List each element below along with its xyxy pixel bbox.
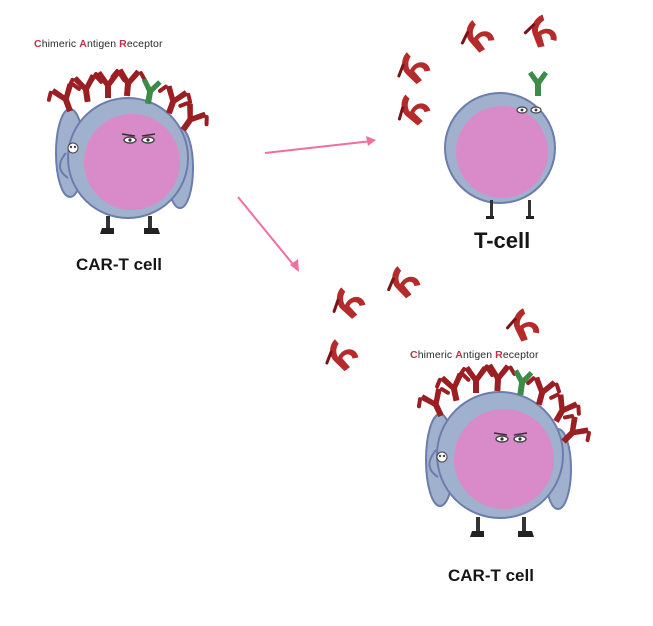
car-label-bottom-antigen: ntigen [462,349,496,361]
car-label-top-antigen: ntigen [86,38,120,50]
left-leg [490,200,493,216]
t-cell [444,71,556,219]
face [516,106,542,114]
car-t-cell-top-label: CAR-T cell [76,255,162,274]
t-cell-label: T-cell [474,228,531,253]
right-leg [528,200,531,216]
car-label-bottom-chimeric: himeric [417,349,456,361]
left-leg [476,517,480,531]
car-label-bottom: Chimeric Antigen Receptor [410,349,539,361]
right-leg [522,517,526,531]
face [493,432,528,443]
car-label-top-r: R [119,38,127,50]
car-label-top-a: A [79,38,87,50]
car-t-cell-bottom [413,363,594,537]
face [121,133,156,144]
skull-icon [436,451,448,463]
car-label-top-receptor: eceptor [126,38,163,50]
arrow-to-t-cell [264,136,376,154]
car-label-bottom-receptor: eceptor [502,349,539,361]
arrow-to-car-t-cell [237,196,299,272]
car-label-bottom-c: C [410,349,418,361]
car-label-top-c: C [34,38,42,50]
car-t-cell-bottom-label: CAR-T cell [448,566,534,585]
right-leg [148,216,152,228]
car-t-cell-top [43,65,214,234]
left-leg [106,216,110,228]
car-label-top: Chimeric Antigen Receptor [34,38,163,50]
car-label-top-chimeric: himeric [41,38,80,50]
car-label-bottom-r: R [495,349,503,361]
car-label-bottom-a: A [455,349,463,361]
skull-icon [67,142,79,154]
